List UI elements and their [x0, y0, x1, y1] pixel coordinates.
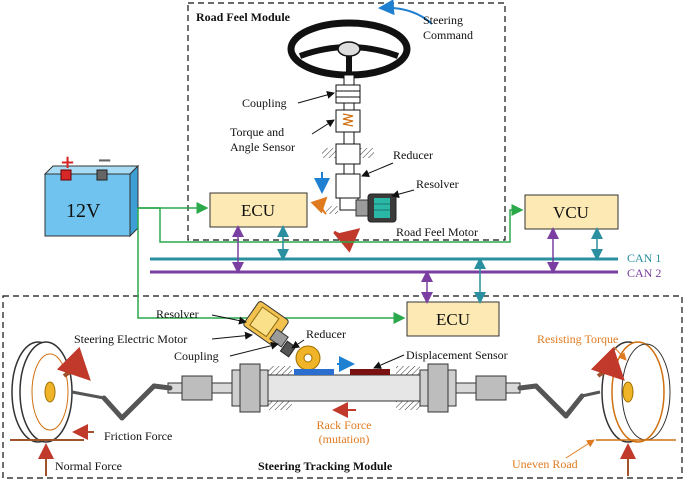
right-wheel-icon	[581, 341, 671, 443]
left-wheel-curl	[56, 346, 91, 381]
road-feel-motor-icon	[355, 193, 397, 223]
battery-voltage-label: 12V	[66, 200, 101, 222]
coupling-top-label: Coupling	[242, 96, 287, 110]
left-wheel-icon	[11, 341, 105, 443]
steering-motor-icon	[243, 301, 297, 358]
reducer-top-icon	[335, 143, 361, 165]
road-feel-module-title: Road Feel Module	[196, 10, 291, 24]
friction-force-label: Friction Force	[104, 429, 172, 443]
battery-minus: −	[97, 150, 112, 171]
feel-red-curl	[333, 228, 361, 253]
reducer-bottom-label: Reducer	[306, 327, 346, 341]
coupling-top-icon	[335, 84, 361, 104]
reducer-gear-icon	[295, 345, 321, 371]
rack-housing	[167, 363, 521, 413]
displacement-sensor-label: Displacement Sensor	[406, 348, 508, 362]
steering-column	[322, 74, 374, 214]
bus-connectors	[232, 225, 603, 304]
reducer-top-label: Reducer	[393, 148, 433, 162]
battery-icon	[43, 164, 140, 238]
ecu-bottom-label: ECU	[436, 310, 470, 329]
can1-label: CAN 1	[627, 251, 661, 265]
vcu-label: VCU	[553, 203, 589, 222]
steering-tracking-module-title: Steering Tracking Module	[258, 459, 393, 473]
battery-plus: +	[60, 152, 75, 173]
resolver-top-label: Resolver	[416, 177, 459, 191]
road-feel-motor-label: Road Feel Motor	[396, 225, 478, 239]
steering-tracking-module-frame	[2, 295, 683, 479]
uneven-road-label: Uneven Road	[512, 457, 578, 471]
ecu-bottom-box	[406, 301, 500, 337]
power-lines	[137, 202, 524, 324]
vcu-box	[524, 194, 619, 230]
feel-orange-curl	[310, 196, 328, 215]
steering-command-arrow	[378, 0, 433, 25]
torque-sensor-icon	[335, 109, 361, 133]
rack-force-label: Rack Force(mutation)	[317, 418, 372, 446]
can2-label: CAN 2	[627, 266, 661, 280]
tie-rods	[101, 383, 585, 421]
steering-motor-label: Steering Electric Motor	[74, 332, 187, 346]
ecu-top-box	[209, 192, 308, 228]
ecu-top-label: ECU	[241, 201, 275, 220]
right-wheel-curl	[590, 346, 625, 381]
resolver-bottom-label: Resolver	[156, 307, 199, 321]
steering-wheel-icon	[287, 19, 411, 79]
resisting-torque-label: Resisting Torque	[537, 332, 618, 346]
normal-force-label: Normal Force	[55, 459, 122, 473]
coupling-bottom-label: Coupling	[174, 349, 219, 363]
displacement-sensor-icon	[350, 369, 390, 375]
